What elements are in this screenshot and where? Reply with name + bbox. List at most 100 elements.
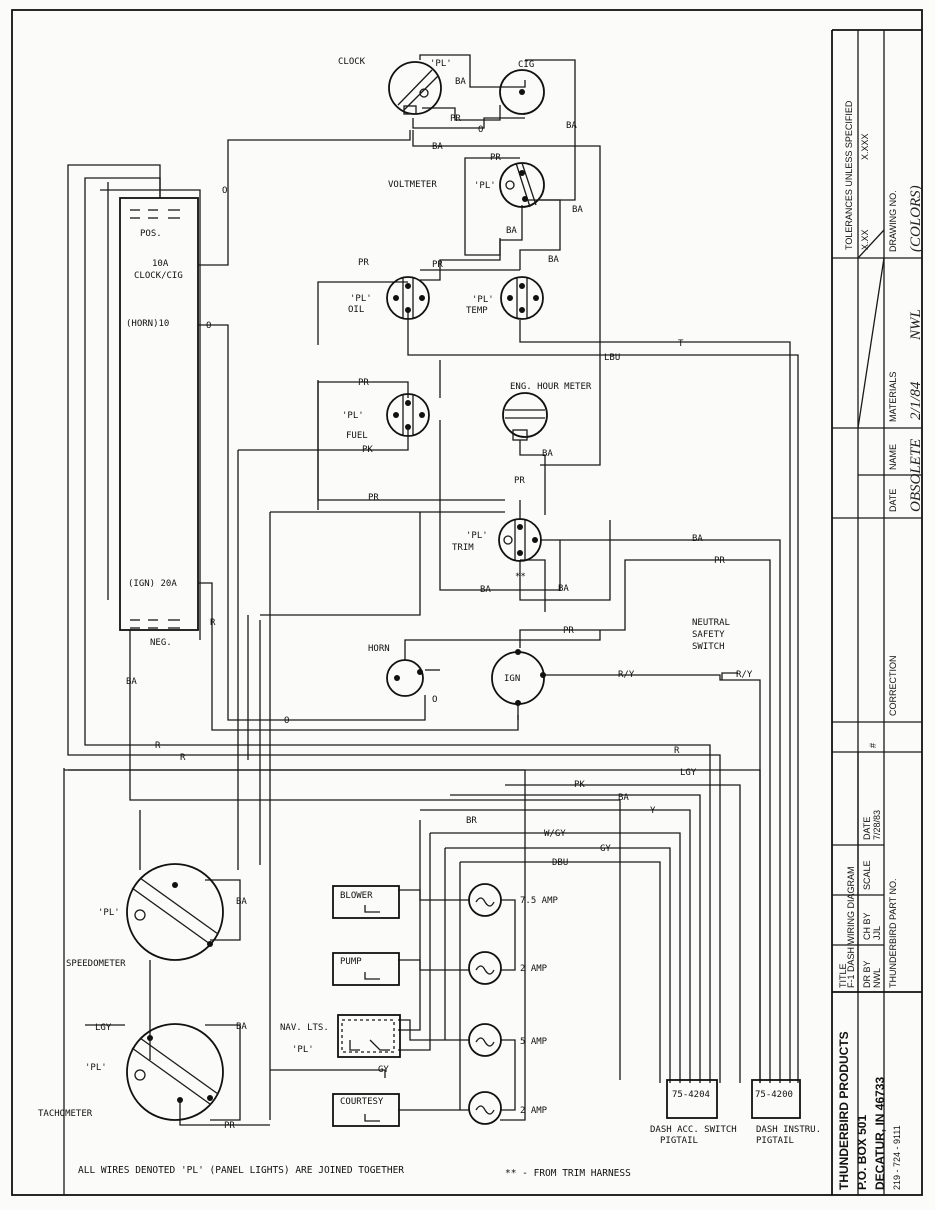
wire-label: R xyxy=(155,741,161,751)
correction-header: CORRECTION xyxy=(888,656,898,717)
neutral-switch-label-3: SWITCH xyxy=(692,642,725,652)
nav-lts-label: NAV. LTS. xyxy=(280,1023,329,1033)
wire-label: PK xyxy=(574,780,585,790)
drawing-title: F-1 DASH WIRING DIAGRAM xyxy=(846,866,856,988)
instru-pigtail-label-2: PIGTAIL xyxy=(756,1136,794,1146)
instru-pigtail-label-1: DASH INSTRU. xyxy=(756,1125,821,1135)
wire-label: Y xyxy=(650,806,656,816)
oil-gauge xyxy=(386,276,430,320)
ch-by-value: JJL xyxy=(872,926,882,940)
company-phone: 219 - 724 - 9111 xyxy=(892,1125,902,1190)
wire-label: BA xyxy=(432,142,443,152)
trim-harness-note: ** - FROM TRIM HARNESS xyxy=(505,1168,631,1179)
voltmeter-gauge xyxy=(499,162,545,208)
wire-label: R/Y xyxy=(736,670,753,680)
courtesy-switch xyxy=(332,1093,400,1127)
handwritten-obsolete: OBSOLETE xyxy=(908,439,924,512)
cig-label: CIG xyxy=(518,60,534,70)
fuel-gauge xyxy=(386,393,430,437)
wire-label: BA xyxy=(572,205,583,215)
component-labels: CLOCK CIG 'PL' VOLTMETER 'PL' 'PL' OIL '… xyxy=(38,57,821,1146)
dr-by-label: DR BY xyxy=(862,960,872,988)
date-label: DATE xyxy=(862,817,872,840)
trim-double-star: ** xyxy=(515,572,526,582)
drawing-no-header: DRAWING NO. xyxy=(888,190,898,252)
part-no-label: THUNDERBIRD PART NO. xyxy=(888,878,898,988)
cig-lighter xyxy=(499,69,545,115)
hour-meter xyxy=(502,392,548,441)
fuse-neg-label: NEG. xyxy=(150,638,172,648)
wire-label: BA xyxy=(542,449,553,459)
trim-label: TRIM xyxy=(452,543,474,553)
wire-label: BA xyxy=(558,584,569,594)
wire-label: PR xyxy=(450,114,461,124)
company-name: THUNDERBIRD PRODUCTS xyxy=(837,1031,851,1190)
hour-meter-label: ENG. HOUR METER xyxy=(510,382,592,392)
revision-date-header: DATE xyxy=(888,489,898,512)
title-block: THUNDERBIRD PRODUCTS P.O. BOX 501 DECATU… xyxy=(831,29,924,1195)
handwritten-date: 2/1/84 xyxy=(908,381,924,420)
wire-label: LGY xyxy=(680,768,697,778)
neutral-switch-label-2: SAFETY xyxy=(692,630,725,640)
wire-label: BA xyxy=(480,585,491,595)
fuel-pl-label: 'PL' xyxy=(342,411,364,421)
dr-by-value: NWL xyxy=(872,968,882,988)
wire-label: GY xyxy=(378,1065,389,1075)
panel-lights-note: ALL WIRES DENOTED 'PL' (PANEL LIGHTS) AR… xyxy=(78,1165,404,1176)
clock-label: CLOCK xyxy=(338,57,366,67)
fuse-clock-cig-amp: 10A xyxy=(152,259,169,269)
wire-label: LGY xyxy=(95,1023,112,1033)
ch-by-label: CH BY xyxy=(862,912,872,940)
speedometer-pl-label: 'PL' xyxy=(98,908,120,918)
trim-gauge xyxy=(498,518,542,562)
date-value: 7/28/83 xyxy=(872,810,882,840)
wire-label: BA xyxy=(618,793,629,803)
clock-gauge xyxy=(388,61,442,115)
wire-label: DBU xyxy=(552,858,568,868)
wire-label: LBU xyxy=(604,353,620,363)
dash-instru-pigtail xyxy=(751,1079,801,1119)
pump-switch xyxy=(332,952,400,986)
wire-label: R xyxy=(674,746,680,756)
wire-label: PK xyxy=(362,445,373,455)
voltmeter-pl-label: 'PL' xyxy=(474,181,496,191)
wire-label: R xyxy=(180,753,186,763)
neutral-switch-label-1: NEUTRAL xyxy=(692,618,730,628)
speedometer-gauge xyxy=(126,863,224,961)
temp-pl-label: 'PL' xyxy=(472,295,494,305)
oil-label: OIL xyxy=(348,305,364,315)
nav-lts-pl-label: 'PL' xyxy=(292,1045,314,1055)
tolerances-header: TOLERANCES UNLESS SPECIFIED xyxy=(844,100,854,250)
wire-label: BA xyxy=(692,534,703,544)
wire-label: R/Y xyxy=(618,670,635,680)
oil-pl-label: 'PL' xyxy=(350,294,372,304)
wire-label: T xyxy=(678,339,684,349)
materials-header: MATERIALS xyxy=(888,372,898,422)
wire-harness xyxy=(63,54,799,1195)
temp-label: TEMP xyxy=(466,306,488,316)
scale-label: SCALE xyxy=(862,860,872,890)
acc-pigtail-part: 75-4204 xyxy=(672,1090,710,1100)
wire-label: PR xyxy=(224,1121,235,1131)
wire-label: O xyxy=(222,186,227,196)
blower-switch xyxy=(332,885,400,919)
fuse-rating-3: 5 AMP xyxy=(520,1037,548,1047)
wire-label: O xyxy=(432,695,437,705)
neutral-safety-switch xyxy=(721,672,738,680)
acc-pigtail-label-1: DASH ACC. SWITCH xyxy=(650,1125,737,1135)
wire-color-labels: BA PR O BA BA PR BA O BA BA PR PR O T LB… xyxy=(95,77,753,1131)
horn-button xyxy=(386,659,424,697)
tachometer-label: TACHOMETER xyxy=(38,1109,93,1119)
clock-pl-label: 'PL' xyxy=(430,59,452,69)
wire-label: BR xyxy=(466,816,477,826)
wire-label: O xyxy=(284,716,289,726)
wire-label: PR xyxy=(358,258,369,268)
handwritten-colors: (COLORS) xyxy=(908,185,924,252)
revision-number-header: # xyxy=(868,743,878,748)
wire-label: BA xyxy=(236,897,247,907)
wire-label: BA xyxy=(455,77,466,87)
wire-label: BA xyxy=(506,226,517,236)
wire-label: PR xyxy=(368,493,379,503)
